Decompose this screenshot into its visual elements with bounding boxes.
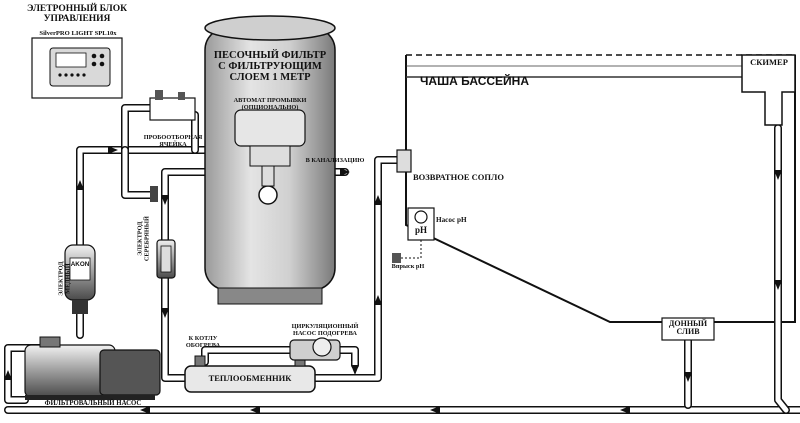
return-nozzle [396,149,412,173]
bottom-drain-label: ДОННЫЙ СЛИВ [668,319,708,337]
pool-basin [405,54,796,323]
filter-title: ПЕСОЧНЫЙ ФИЛЬТР С ФИЛЬТРУЮЩИМ СЛОЕМ 1 МЕ… [213,50,327,84]
silver-electrode-label: ЭЛЕКТРОД СЕРЕБРЯНЫЙ [136,216,150,262]
filter-pump [24,336,161,400]
backwash-valve-label: АВТОМАТ ПРОМЫВКИ (ОПЦИОНАЛЬНО) [233,97,307,111]
heat-exchanger-label: ТЕПЛООБМЕННИК [208,373,292,383]
ph-mark: pH [414,225,427,235]
circulation-pump [289,337,341,361]
sand-filter-tank [204,15,336,305]
skimmer [741,54,796,126]
ph-pump [392,207,435,263]
skimmer-label: СКИМЕР [750,57,788,67]
silver-electrode [156,239,176,279]
ph-injection-label: Впрыск pH [391,263,425,270]
filter-pump-label: ФИЛЬТРОВАЛЬНЫЙ НАСОС [44,400,142,407]
return-nozzle-label: ВОЗВРАТНОЕ СОПЛО [413,172,504,182]
copper-electrode [64,244,96,314]
ph-pump-label: Насос pH [436,216,467,224]
akon-logo-text: AKON [70,261,90,268]
to-boiler-label: К КОТЛУ ОБОГРЕВА [185,335,221,349]
heat-exchanger [184,355,316,393]
control-unit-model: SilverPRO LIGHT SPL10x [39,30,117,37]
circulation-pump-label: ЦИРКУЛЯЦИОННЫЙ НАСОС ПОДОГРЕВА [291,323,359,337]
sample-cell-label: ПРОБООТБОРНАЯ ЯЧЕЙКА [143,134,203,148]
bottom-drain [661,317,715,341]
sample-cell [149,90,196,202]
to-drain-label: В КАНАЛИЗАЦИЮ [305,157,365,164]
control-unit-title: ЭЛЕТРОННЫЙ БЛОК УПРАВЛЕНИЯ [26,4,127,24]
pool-title: ЧАША БАССЕЙНА [420,74,529,88]
control-unit [31,37,123,99]
flow-arrows [4,146,782,414]
